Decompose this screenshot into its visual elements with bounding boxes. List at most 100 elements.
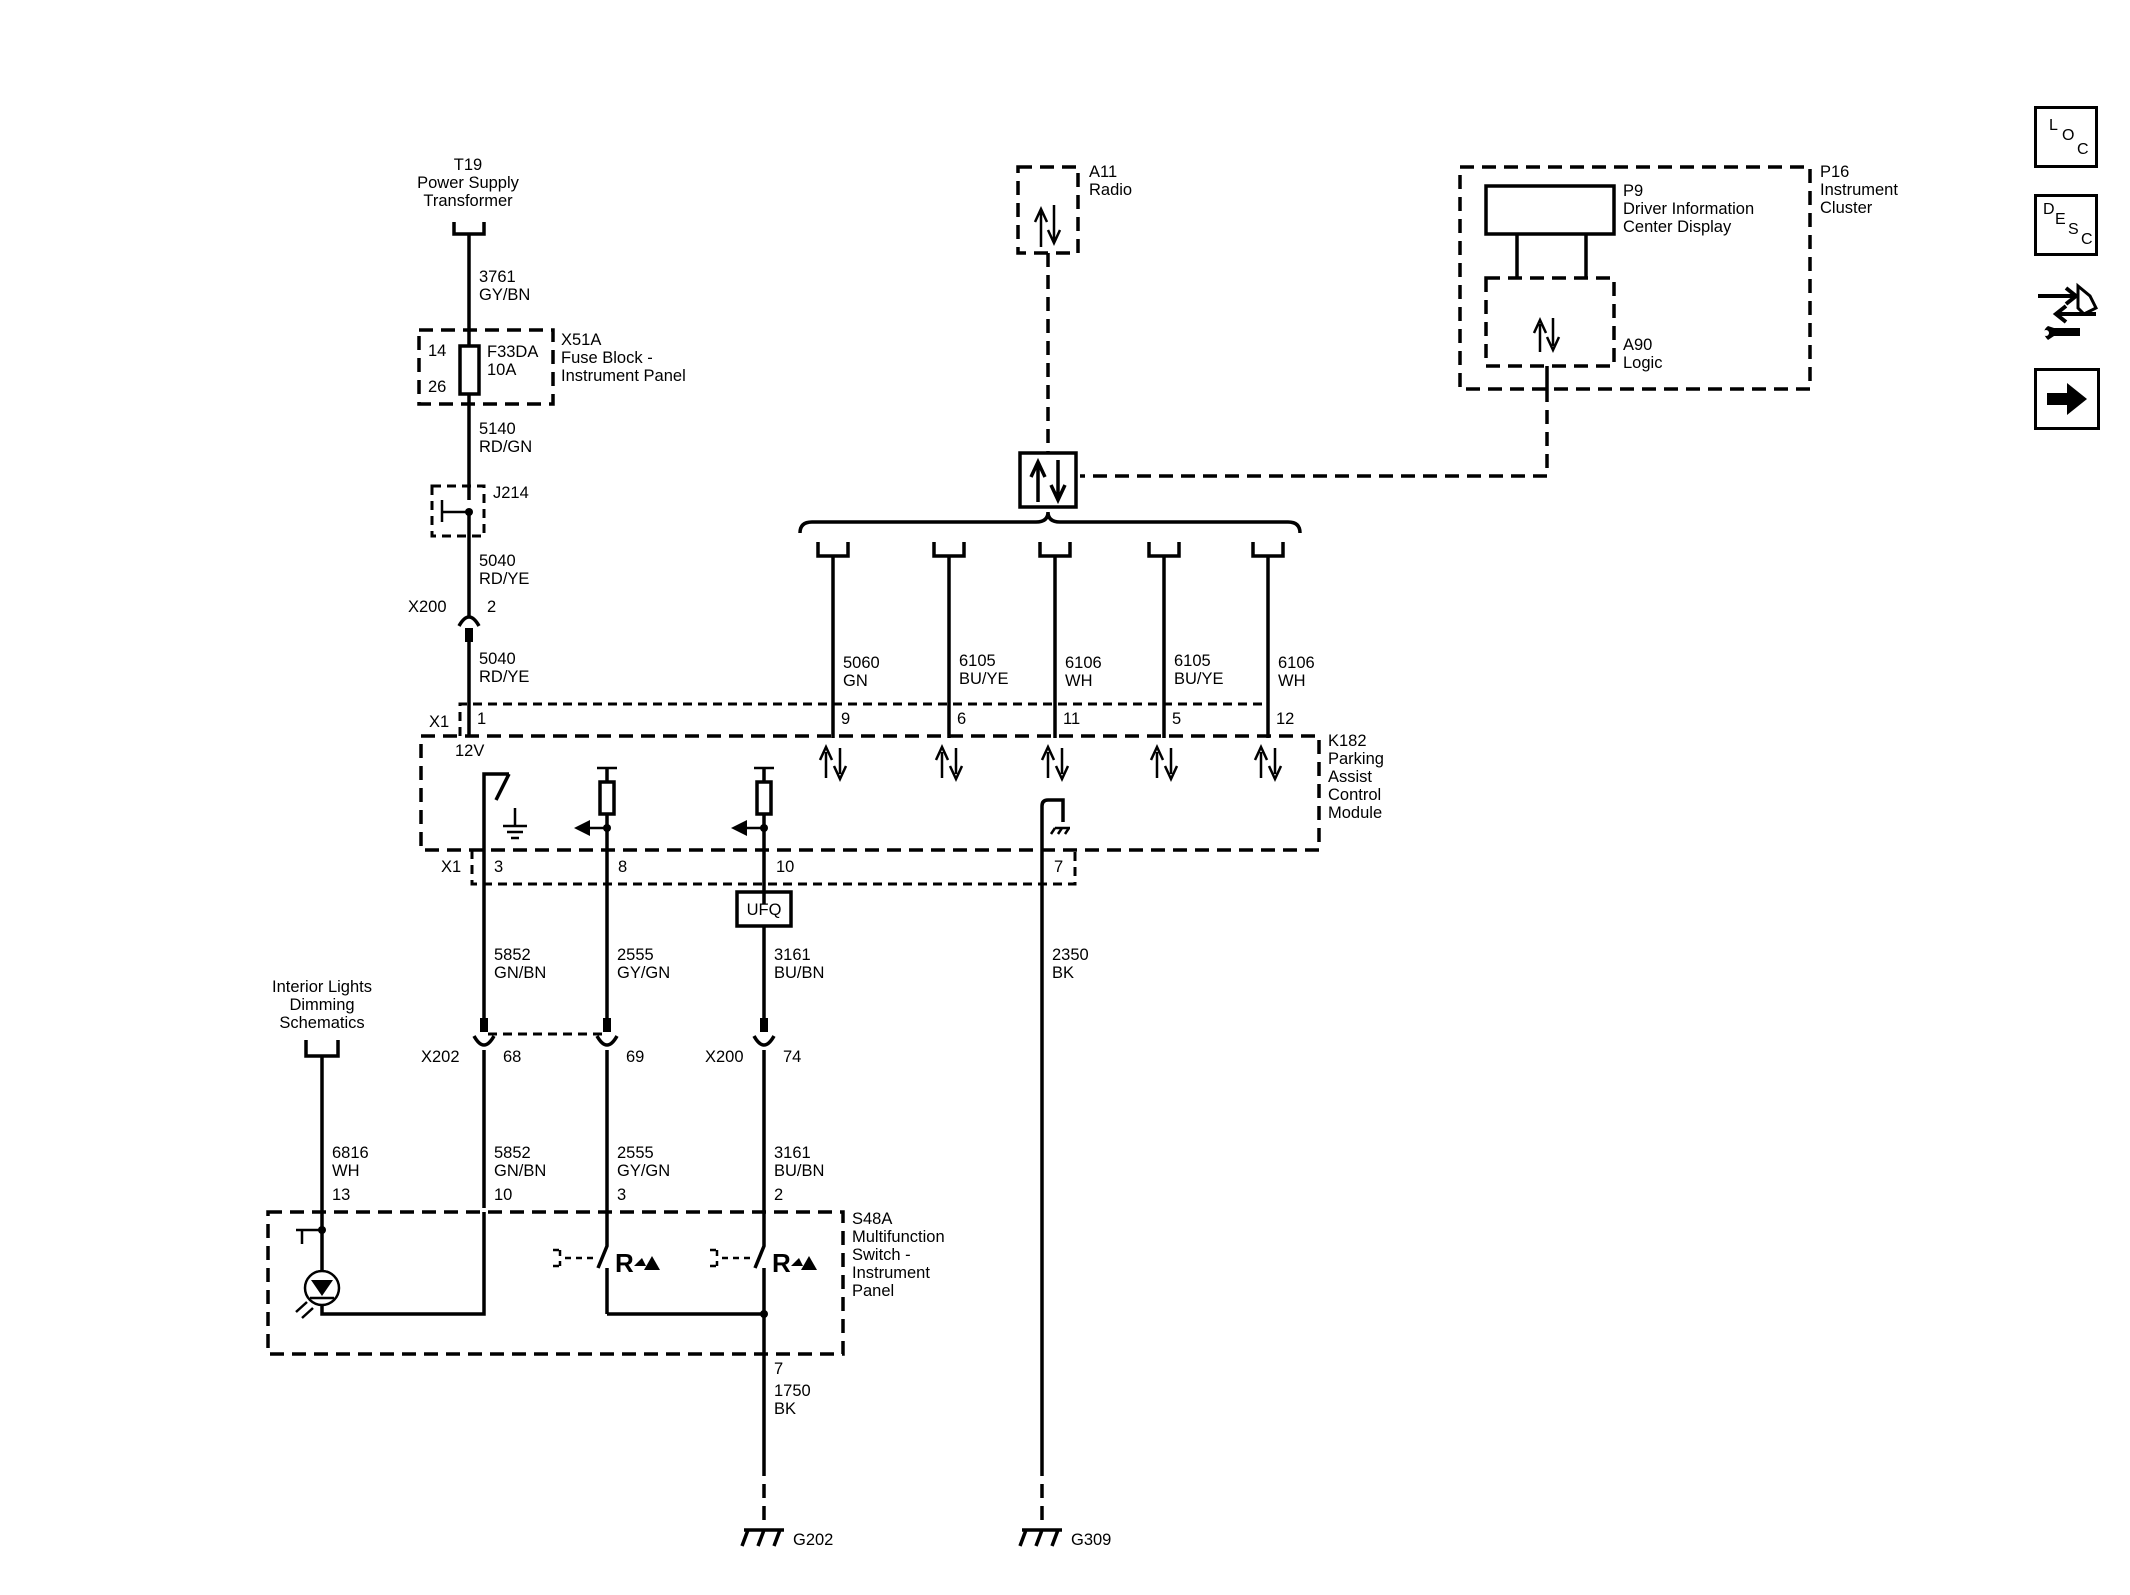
- j214-splice: J214: [430, 484, 529, 538]
- wire-2555b-color: GY/GN: [617, 1162, 670, 1180]
- wire-3161b-color: BU/BN: [774, 1162, 824, 1180]
- a90-logic: [1484, 276, 1616, 368]
- x202-ref: X202: [421, 1048, 460, 1066]
- interior-lights-dimming-reference: Interior Lights Dimming Schematics: [272, 978, 372, 1058]
- p16-line2: Cluster: [1820, 199, 1873, 217]
- wire-1750-color: BK: [774, 1400, 796, 1418]
- s48a-pin-13: 13: [332, 1186, 350, 1204]
- sidebar-toolbar: L O C D E S C: [2034, 106, 2104, 436]
- wire-6816-color: WH: [332, 1162, 360, 1180]
- wire-6105b-circuit: 6105: [1174, 652, 1211, 670]
- fuse-rating: 10A: [487, 361, 516, 379]
- a90-name: Logic: [1623, 354, 1662, 372]
- wire-5040a-color: RD/YE: [479, 570, 529, 588]
- k182-line3: Control: [1328, 786, 1381, 804]
- arrow-right-icon: [2047, 383, 2087, 415]
- p16-ref: P16: [1820, 163, 1849, 181]
- desc-letter-e: E: [2055, 211, 2066, 228]
- x200-bottom-pin: 74: [783, 1048, 801, 1066]
- loc-letter-c: C: [2077, 141, 2089, 158]
- s48a-line2: Switch -: [852, 1246, 911, 1264]
- wire-5040a-circuit: 5040: [479, 552, 516, 570]
- k182-pin-6: 6: [957, 710, 966, 728]
- wire-3161a-color: BU/BN: [774, 964, 824, 982]
- x51a-fuse-block: 14 26 F33DA 10A X51A Fuse Block - Instru…: [417, 328, 686, 406]
- x200-bottom-connector: X200 74: [705, 1018, 801, 1066]
- wire-6105a-color: BU/YE: [959, 670, 1009, 688]
- s48a-multifunction-switch: 13 10 3 2 S48A Multifunction Switch - In…: [266, 1186, 945, 1378]
- wire-5852a-color: GN/BN: [494, 964, 546, 982]
- data-arrows: [818, 744, 1283, 782]
- k182-line2: Assist: [1328, 768, 1372, 786]
- g202-ground: G202: [740, 1528, 833, 1549]
- t19-power-supply-transformer: T19 Power Supply Transformer: [417, 156, 520, 236]
- desc-button[interactable]: D E S C: [2034, 194, 2098, 256]
- wire-3161b-circuit: 3161: [774, 1144, 811, 1162]
- t19-line1: Power Supply: [417, 174, 520, 192]
- wire-6816-circuit: 6816: [332, 1144, 369, 1162]
- k182-parking-assist-module: X1 1 9 6 11 5 12 12V K182 Parking Assist…: [419, 702, 1384, 904]
- x202-pin-69: 69: [626, 1048, 644, 1066]
- bus-wires: [816, 542, 1285, 738]
- wire-2555b-circuit: 2555: [617, 1144, 654, 1162]
- x202-connector: X202 68 69: [421, 1018, 644, 1066]
- connector-repair-button[interactable]: [2034, 280, 2100, 350]
- wire-5852a-circuit: 5852: [494, 946, 531, 964]
- x51a-pin-26: 26: [428, 378, 446, 396]
- wire-2555a-circuit: 2555: [617, 946, 654, 964]
- next-page-button[interactable]: [2034, 368, 2100, 430]
- k182-x1-top: X1: [429, 713, 449, 731]
- wire-5852b-circuit: 5852: [494, 1144, 531, 1162]
- s48a-ref: S48A: [852, 1210, 892, 1228]
- wire-6105a-circuit: 6105: [959, 652, 996, 670]
- s48a-line4: Panel: [852, 1282, 894, 1300]
- x51a-ref: X51A: [561, 331, 601, 349]
- p16-instrument-cluster: P16 Instrument Cluster P9 Driver Informa…: [1458, 163, 1898, 391]
- wire-1750-circuit: 1750: [774, 1382, 811, 1400]
- g309-ref: G309: [1071, 1531, 1111, 1549]
- k182-pin-10: 10: [776, 858, 794, 876]
- t19-ref: T19: [454, 156, 482, 174]
- wire-5040b-color: RD/YE: [479, 668, 529, 686]
- x51a-line1: Fuse Block -: [561, 349, 653, 367]
- wire-2350-color: BK: [1052, 964, 1074, 982]
- wire-2555a-color: GY/GN: [617, 964, 670, 982]
- j214-ref: J214: [493, 484, 529, 502]
- s48a-line3: Instrument: [852, 1264, 930, 1282]
- k182-pin-3: 3: [494, 858, 503, 876]
- switch-2-symbol: R: [772, 1248, 791, 1278]
- p16-line1: Instrument: [1820, 181, 1898, 199]
- interior-line3: Schematics: [279, 1014, 364, 1032]
- wire-3761-circuit: 3761: [479, 268, 516, 286]
- k182-line1: Parking: [1328, 750, 1384, 768]
- wire-2350-circuit: 2350: [1052, 946, 1089, 964]
- g309-ground: G309: [1018, 1528, 1111, 1549]
- s48a-pin-2: 2: [774, 1186, 783, 1204]
- s48a-pin-7: 7: [774, 1360, 783, 1378]
- p9-line2: Center Display: [1623, 218, 1732, 236]
- wire-5852b-color: GN/BN: [494, 1162, 546, 1180]
- x202-pin-68: 68: [503, 1048, 521, 1066]
- wire-3761-color: GY/BN: [479, 286, 530, 304]
- loc-button[interactable]: L O C: [2034, 106, 2098, 168]
- k182-x1-bottom: X1: [441, 858, 461, 876]
- k182-pin-5: 5: [1172, 710, 1181, 728]
- wire-3161a-circuit: 3161: [774, 946, 811, 964]
- wire-5140-color: RD/GN: [479, 438, 532, 456]
- k182-pin-11: 11: [1063, 710, 1080, 728]
- p9-ref: P9: [1623, 182, 1643, 200]
- x200-top-ref: X200: [408, 598, 447, 616]
- x200-bottom-ref: X200: [705, 1048, 744, 1066]
- switch-3-symbol: R: [615, 1248, 634, 1278]
- x200-top-pin: 2: [487, 598, 496, 616]
- interior-line1: Interior Lights: [272, 978, 372, 996]
- connector-wrench-icon: [2038, 282, 2099, 340]
- k182-pin-7: 7: [1054, 858, 1063, 876]
- a90-ref: A90: [1623, 336, 1652, 354]
- wire-5060-circuit: 5060: [843, 654, 880, 672]
- x51a-pin-14: 14: [428, 342, 446, 360]
- p9-line1: Driver Information: [1623, 200, 1754, 218]
- s48a-line1: Multifunction: [852, 1228, 945, 1246]
- desc-letter-c: C: [2081, 231, 2093, 248]
